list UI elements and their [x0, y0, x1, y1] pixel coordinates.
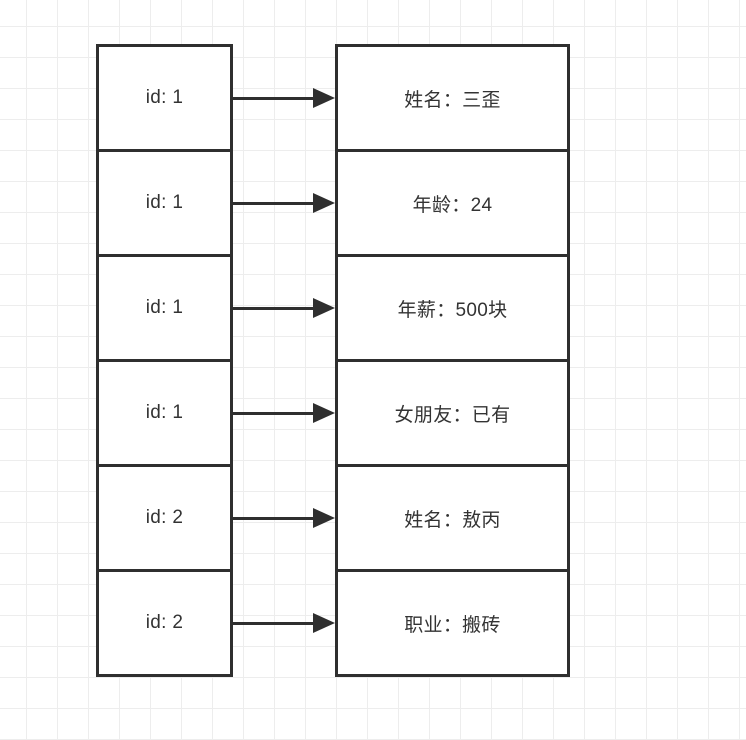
arrow-shaft — [233, 306, 313, 310]
attribute-cell: 年薪：500块 — [335, 254, 570, 362]
id-cell: id: 1 — [96, 359, 233, 467]
arrow-head-icon — [313, 193, 335, 213]
arrow-shaft — [233, 411, 313, 415]
arrow-shaft — [233, 96, 313, 100]
arrow-connector — [233, 297, 335, 319]
attribute-cell: 姓名：敖丙 — [335, 464, 570, 572]
arrow-connector — [233, 507, 335, 529]
arrow-head-icon — [313, 298, 335, 318]
attribute-cell: 女朋友：已有 — [335, 359, 570, 467]
arrow-connector — [233, 612, 335, 634]
arrow-head-icon — [313, 88, 335, 108]
arrow-connector — [233, 402, 335, 424]
arrow-connector — [233, 87, 335, 109]
arrow-head-icon — [313, 508, 335, 528]
arrow-connector — [233, 192, 335, 214]
id-cell: id: 1 — [96, 254, 233, 362]
arrow-shaft — [233, 516, 313, 520]
id-cell: id: 1 — [96, 149, 233, 257]
id-cell: id: 2 — [96, 464, 233, 572]
arrow-head-icon — [313, 613, 335, 633]
arrow-shaft — [233, 621, 313, 625]
id-cell: id: 2 — [96, 569, 233, 677]
attribute-cell: 姓名：三歪 — [335, 44, 570, 152]
id-cell: id: 1 — [96, 44, 233, 152]
attribute-cell: 职业：搬砖 — [335, 569, 570, 677]
arrow-head-icon — [313, 403, 335, 423]
attribute-cell: 年龄：24 — [335, 149, 570, 257]
arrow-shaft — [233, 201, 313, 205]
